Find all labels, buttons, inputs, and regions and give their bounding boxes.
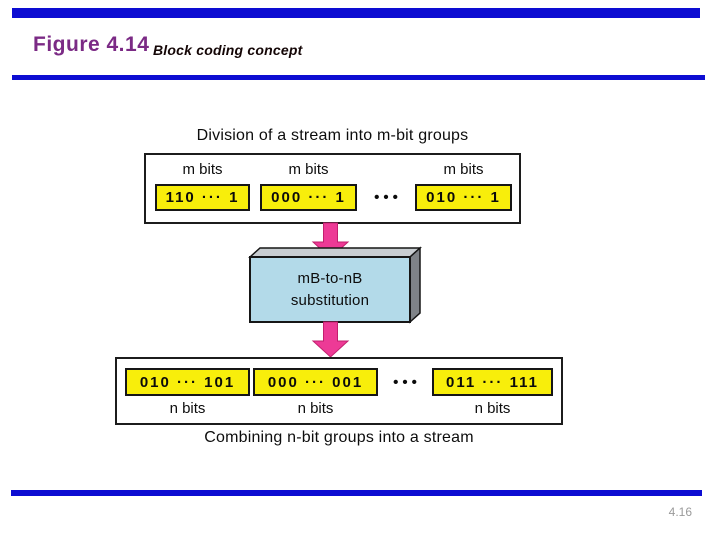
figure-caption: Block coding concept: [153, 42, 303, 58]
substitution-box-line2: substitution: [290, 291, 370, 309]
figure-label: Figure 4.14: [33, 33, 150, 56]
m-bit-group-box: 110 ··· 1: [155, 184, 250, 211]
substitution-box-top-face: [248, 247, 422, 258]
substitution-box-right-face: [409, 246, 421, 324]
m-bit-groups-container: m bits m bits m bits 110 ··· 1 000 ··· 1…: [144, 153, 521, 224]
division-caption: Division of a stream into m-bit groups: [196, 127, 469, 144]
n-bit-groups-container: 010 ··· 101 000 ··· 001 011 ··· 111 ••• …: [115, 357, 563, 425]
m-bit-group-box: 000 ··· 1: [260, 184, 357, 211]
bottom-divider-bar: [11, 490, 702, 496]
m-bits-label: m bits: [182, 161, 223, 178]
n-bit-group-box: 010 ··· 101: [125, 368, 250, 396]
n-bit-group-box: 000 ··· 001: [253, 368, 378, 396]
title-divider-rule: [12, 75, 705, 80]
down-arrow-icon: [311, 222, 350, 259]
n-bits-label: n bits: [297, 400, 334, 417]
ellipsis-dots: •••: [374, 189, 402, 206]
n-bits-label: n bits: [474, 400, 511, 417]
down-arrow-icon: [311, 321, 350, 358]
m-bits-label: m bits: [443, 161, 484, 178]
page-number: 4.16: [668, 505, 692, 519]
n-bits-label: n bits: [169, 400, 206, 417]
substitution-box-label: mB-to-nB substitution: [250, 257, 410, 322]
combining-caption: Combining n-bit groups into a stream: [204, 429, 474, 446]
n-bit-group-box: 011 ··· 111: [432, 368, 553, 396]
top-divider-bar: [12, 8, 700, 18]
substitution-box-line1: mB-to-nB: [297, 269, 363, 287]
ellipsis-dots: •••: [393, 373, 421, 391]
m-bit-group-box: 010 ··· 1: [415, 184, 512, 211]
m-bits-label: m bits: [288, 161, 329, 178]
